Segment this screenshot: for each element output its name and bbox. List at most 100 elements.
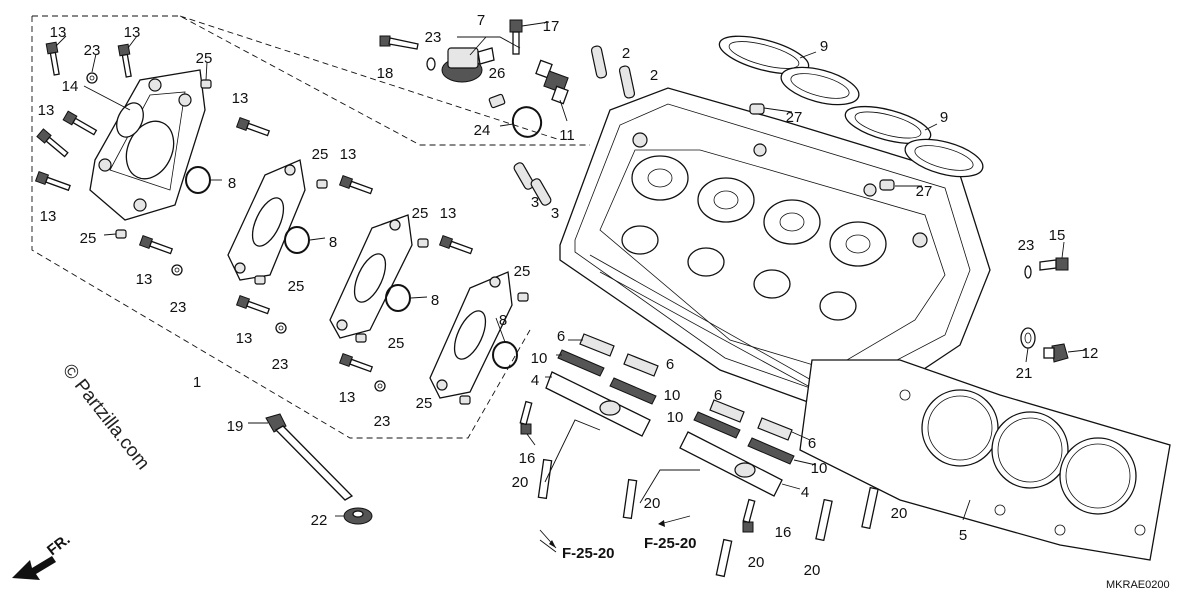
camshaft-holder-group-outline [31, 15, 590, 439]
callout-10: 10 [531, 350, 548, 367]
camshaft-holder-14 [89, 69, 206, 221]
callout-16: 16 [775, 524, 792, 541]
callout-11: 11 [559, 127, 575, 144]
leader-lines [55, 21, 1087, 553]
callout-3: 3 [551, 205, 559, 222]
washers-23 [86, 72, 386, 392]
callout-21: 21 [1016, 365, 1033, 382]
rocker-10-set [557, 349, 795, 465]
head-bolt-19 [265, 413, 354, 501]
washer-23-top [426, 57, 436, 71]
callout-5: 5 [959, 527, 967, 544]
callout-25: 25 [80, 230, 97, 247]
callout-6: 6 [666, 356, 674, 373]
callout-27: 27 [786, 109, 803, 126]
callout-23: 23 [272, 356, 289, 373]
sealing-ring-24 [511, 106, 543, 138]
bolt-18 [379, 35, 419, 50]
callout-16: 16 [519, 450, 536, 467]
tensioner-lifter-26 [441, 47, 495, 83]
callout-25: 25 [514, 263, 531, 280]
dowels-25 [115, 79, 529, 405]
callout-17: 17 [543, 18, 560, 35]
callout-23: 23 [425, 29, 442, 46]
callout-25: 25 [412, 205, 429, 222]
callout-8: 8 [431, 292, 439, 309]
callout-25: 25 [388, 335, 405, 352]
callout-7: 7 [477, 12, 485, 29]
rocker-arm-4-right [679, 431, 783, 497]
front-label: FR. [44, 531, 74, 559]
callout-26: 26 [489, 65, 506, 82]
callout-9: 9 [820, 38, 828, 55]
callout-13: 13 [40, 208, 57, 225]
callout-22: 22 [311, 512, 328, 529]
callout-4: 4 [531, 372, 539, 389]
reference-labels: F-25-20F-25-20 [562, 535, 697, 562]
callout-19: 19 [227, 418, 244, 435]
washer-22 [343, 507, 373, 525]
plug-12 [1043, 343, 1069, 363]
callout-10: 10 [811, 460, 828, 477]
callout-25: 25 [416, 395, 433, 412]
callout-13: 13 [340, 146, 357, 163]
callout-18: 18 [377, 65, 394, 82]
callout-2: 2 [650, 67, 658, 84]
callout-20: 20 [512, 474, 529, 491]
callout-13: 13 [232, 90, 249, 107]
studs-20 [537, 458, 879, 578]
callout-13: 13 [136, 271, 153, 288]
bolt-16-left [519, 400, 533, 435]
callout-27: 27 [916, 183, 933, 200]
callout-25: 25 [312, 146, 329, 163]
pins-3 [513, 162, 552, 206]
callout-20: 20 [891, 505, 908, 522]
reference-arrows [539, 515, 691, 549]
bolt-16-right [742, 498, 756, 533]
callout-6: 6 [557, 328, 565, 345]
spark-plug-11 [535, 59, 569, 105]
pins-2 [590, 45, 636, 99]
washer-21 [1020, 327, 1036, 349]
bolt-17 [509, 19, 523, 55]
callout-20: 20 [804, 562, 821, 579]
callout-14: 14 [62, 78, 79, 95]
callout-23: 23 [1018, 237, 1035, 254]
callout-25: 25 [288, 278, 305, 295]
callout-23: 23 [374, 413, 391, 430]
callout-13: 13 [236, 330, 253, 347]
diagram-code: MKRAE0200 [1106, 579, 1170, 591]
cylinder-head [559, 87, 991, 411]
callout-6: 6 [714, 387, 722, 404]
collar-26-small [488, 93, 506, 109]
reference-r1: F-25-20 [562, 545, 615, 562]
callout-13: 13 [339, 389, 356, 406]
callout-12: 12 [1082, 345, 1099, 362]
callout-20: 20 [644, 495, 661, 512]
callout-25: 25 [196, 50, 213, 67]
callout-8: 8 [499, 312, 507, 329]
callout-10: 10 [664, 387, 681, 404]
camshaft-holder-a [227, 159, 306, 281]
insulator-9-upper [718, 35, 860, 106]
watermark: © Partzilla.com [58, 360, 153, 474]
callout-20: 20 [748, 554, 765, 571]
front-arrow [12, 556, 56, 580]
callout-8: 8 [329, 234, 337, 251]
callout-9: 9 [940, 109, 948, 126]
callout-4: 4 [801, 484, 809, 501]
rocker-arm-4-left [545, 371, 651, 437]
callout-24: 24 [474, 122, 491, 139]
callout-23: 23 [84, 42, 101, 59]
callout-3: 3 [531, 194, 539, 211]
camshaft-holder-c [429, 271, 513, 399]
camshaft-holder-b [329, 214, 413, 339]
head-gasket-5 [799, 359, 1171, 561]
callout-23: 23 [170, 299, 187, 316]
callout-2: 2 [622, 45, 630, 62]
callout-15: 15 [1049, 227, 1066, 244]
callout-13: 13 [38, 102, 55, 119]
washer-23-right [1024, 265, 1032, 279]
